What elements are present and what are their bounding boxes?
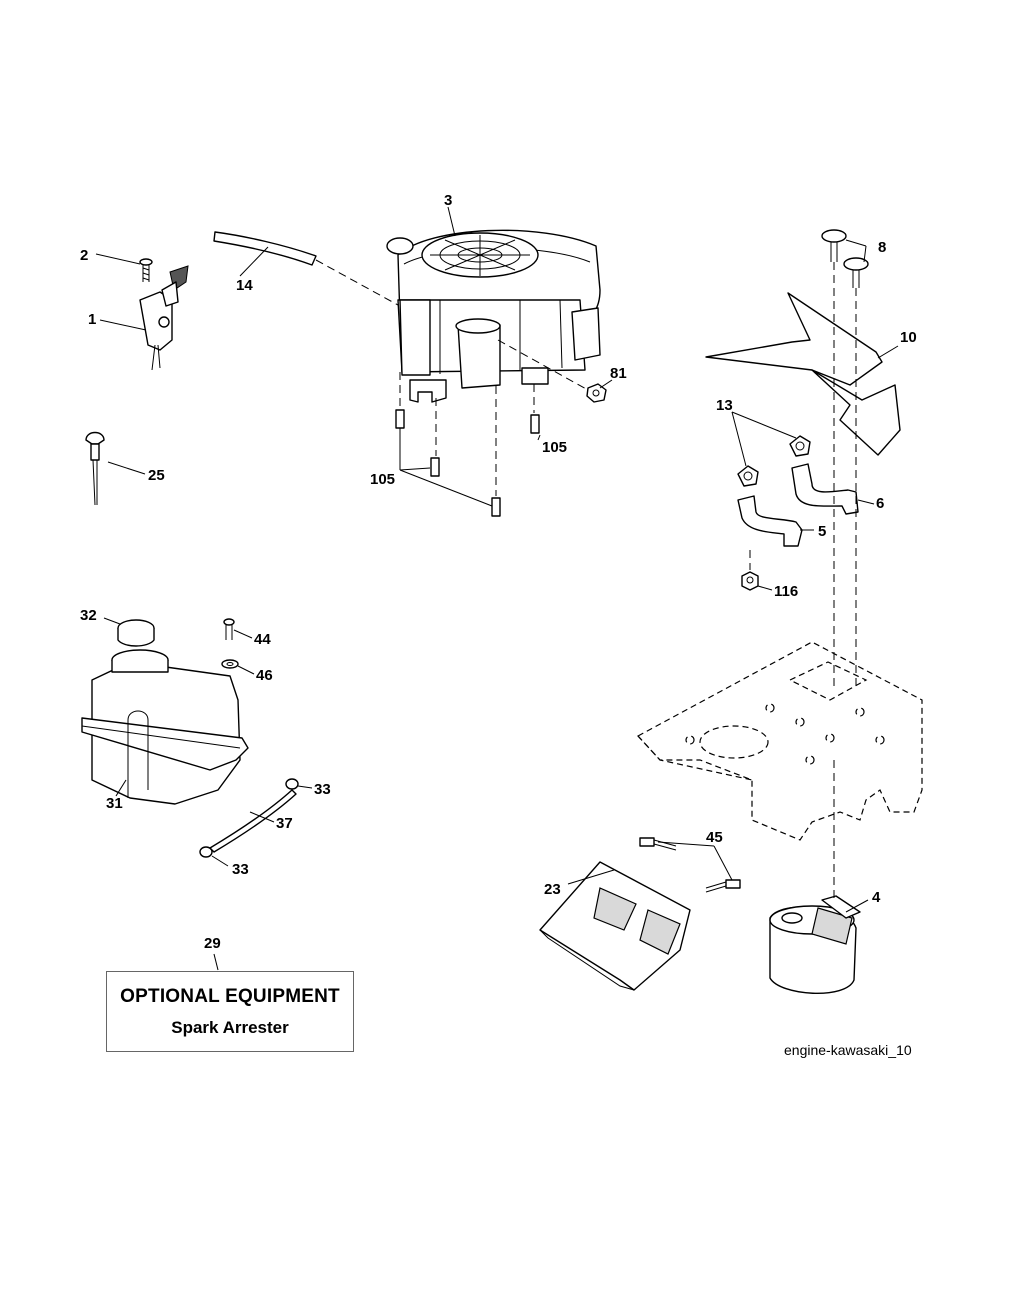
fuel-tank-part-31	[81, 649, 249, 805]
label-part-29: 29	[204, 935, 221, 952]
bolts-part-45	[639, 837, 741, 893]
label-part-3: 3	[444, 192, 452, 209]
exhaust-pipe-part-6	[791, 463, 859, 515]
muffler-part-4	[769, 895, 861, 995]
dipstick-part-25	[85, 431, 105, 506]
frame-outline	[637, 641, 923, 841]
label-part-33-upper: 33	[314, 781, 331, 798]
label-part-2: 2	[80, 247, 88, 264]
part-labels: 2 1 3 14 81 105 105 25 8 10 13 6 5 116 3…	[80, 192, 917, 952]
throttle-control	[139, 265, 189, 371]
label-part-10: 10	[900, 329, 917, 346]
screw-part-44	[223, 618, 235, 640]
label-part-25: 25	[148, 467, 165, 484]
diagram-caption: engine-kawasaki_10	[784, 1042, 912, 1058]
label-part-116: 116	[774, 583, 798, 600]
label-part-32: 32	[80, 607, 97, 624]
screw-part-2	[139, 258, 153, 282]
assembly-lines	[315, 259, 857, 900]
label-part-8: 8	[878, 239, 886, 256]
label-part-23: 23	[544, 881, 561, 898]
optional-equipment-item: Spark Arrester	[171, 1018, 289, 1037]
exhaust-pipe-part-5	[737, 495, 803, 547]
heat-shield-part-10	[705, 292, 901, 456]
fuel-hose-part-14	[213, 231, 317, 266]
clamp-part-33-upper	[285, 778, 299, 790]
label-part-105-left: 105	[370, 471, 395, 488]
fuel-line-part-37	[209, 789, 297, 853]
label-part-37: 37	[276, 815, 293, 832]
label-part-5: 5	[818, 523, 826, 540]
label-part-81: 81	[610, 365, 627, 382]
clamp-part-33-lower	[199, 846, 213, 858]
nut-part-116	[741, 571, 759, 591]
leader-lines	[95, 206, 899, 971]
optional-equipment-box: OPTIONAL EQUIPMENT Spark Arrester	[106, 971, 354, 1052]
label-part-46: 46	[256, 667, 273, 684]
bolts-part-105	[395, 409, 540, 517]
fuel-cap-part-32	[117, 619, 155, 647]
label-part-13: 13	[716, 397, 733, 414]
label-part-31: 31	[106, 795, 123, 812]
nut-part-81	[586, 383, 607, 403]
optional-equipment-title: OPTIONAL EQUIPMENT	[120, 986, 340, 1007]
bolts-part-8	[821, 229, 869, 288]
label-part-1: 1	[88, 311, 96, 328]
muffler-guard-part-23	[539, 861, 691, 991]
label-part-44: 44	[254, 631, 271, 648]
label-part-105-right: 105	[542, 439, 567, 456]
label-part-14: 14	[236, 277, 253, 294]
engine-part-3	[386, 229, 601, 403]
gaskets-part-13	[737, 435, 811, 487]
label-part-45: 45	[706, 829, 723, 846]
label-part-6: 6	[876, 495, 884, 512]
label-part-33-lower: 33	[232, 861, 249, 878]
label-part-4: 4	[872, 889, 881, 906]
washer-part-46	[221, 659, 239, 669]
